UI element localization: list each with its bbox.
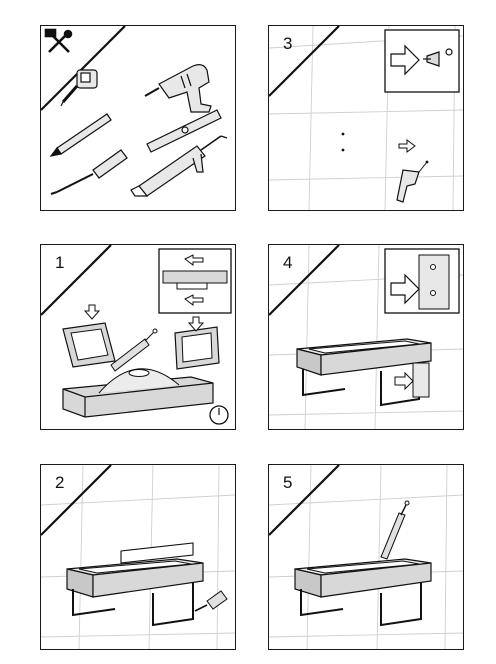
caulking-gun-icon — [380, 500, 410, 560]
step-3-panel: 3 — [268, 25, 464, 211]
caulking-gun-icon — [110, 328, 158, 372]
tools-panel — [40, 25, 236, 211]
step-2-illustration — [41, 465, 235, 649]
tools-icon — [44, 28, 73, 53]
tools-illustration — [41, 26, 228, 197]
step-number: 4 — [283, 253, 293, 272]
tile-grid — [269, 465, 463, 649]
step-number: 1 — [55, 253, 65, 272]
screwdriver-icon — [50, 149, 128, 195]
step-1-illustration — [41, 245, 232, 425]
drill-icon — [144, 64, 212, 113]
caulking-gun-icon — [130, 135, 228, 197]
clock-icon — [209, 405, 229, 425]
tape-measure-icon — [60, 69, 98, 107]
step-number: 3 — [283, 34, 293, 53]
screw-anchor-icon — [423, 48, 453, 67]
screwdriver-icon — [194, 590, 228, 612]
step-5-illustration — [269, 465, 463, 649]
step-number: 2 — [55, 473, 65, 492]
step-4-panel: 4 — [268, 244, 464, 430]
pencil-icon — [49, 113, 112, 157]
step-2-panel: 2 — [40, 464, 236, 650]
step-1-panel: 1 — [40, 244, 236, 430]
step-number: 5 — [283, 473, 293, 492]
step-4-illustration — [269, 245, 463, 429]
step-5-panel: 5 — [268, 464, 464, 650]
level-icon — [146, 109, 222, 153]
step-3-illustration — [269, 26, 463, 210]
